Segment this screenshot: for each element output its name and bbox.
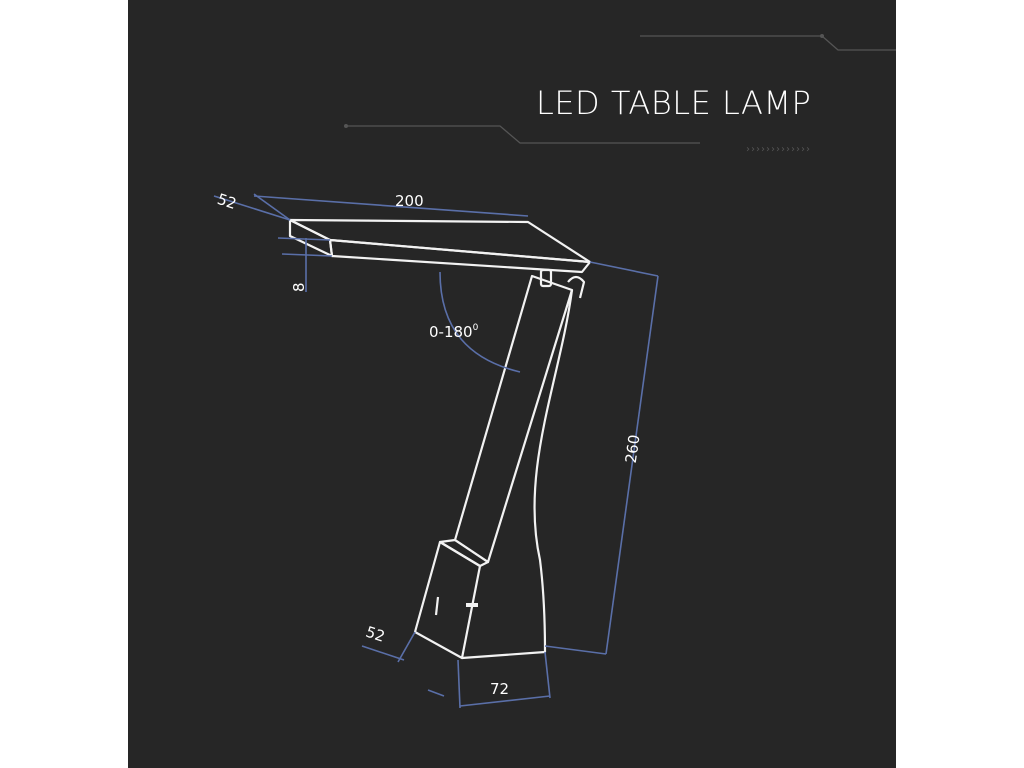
dim-height: 260 bbox=[622, 433, 644, 464]
product-panel bbox=[128, 0, 896, 768]
lamp-arm bbox=[453, 274, 574, 564]
dimension-labels: 200 52 8 0-1800 260 52 72 bbox=[215, 190, 644, 698]
dim-rotation: 0-1800 bbox=[429, 323, 479, 341]
dimension-lines bbox=[213, 193, 659, 709]
hinge-knob bbox=[567, 275, 586, 299]
decorative-lines: ››››››››››››› bbox=[344, 34, 896, 155]
lamp-base-top bbox=[438, 538, 490, 568]
chevron-row-icon: ››››››››››››› bbox=[746, 144, 811, 155]
lamp-drawing bbox=[288, 218, 592, 660]
lamp-arm-back bbox=[461, 289, 574, 660]
lamp-base-front bbox=[413, 540, 482, 660]
base-logo bbox=[466, 603, 478, 607]
dim-head-thickness: 8 bbox=[290, 282, 308, 292]
dim-head-length: 200 bbox=[395, 192, 424, 210]
lamp-head-side bbox=[328, 238, 592, 274]
base-slot bbox=[434, 596, 440, 616]
dim-base-width: 72 bbox=[490, 680, 509, 698]
hinge bbox=[539, 268, 553, 288]
product-title: LED TABLE LAMP bbox=[536, 84, 812, 122]
dim-head-depth: 52 bbox=[215, 190, 239, 213]
dim-base-depth: 52 bbox=[363, 623, 387, 646]
